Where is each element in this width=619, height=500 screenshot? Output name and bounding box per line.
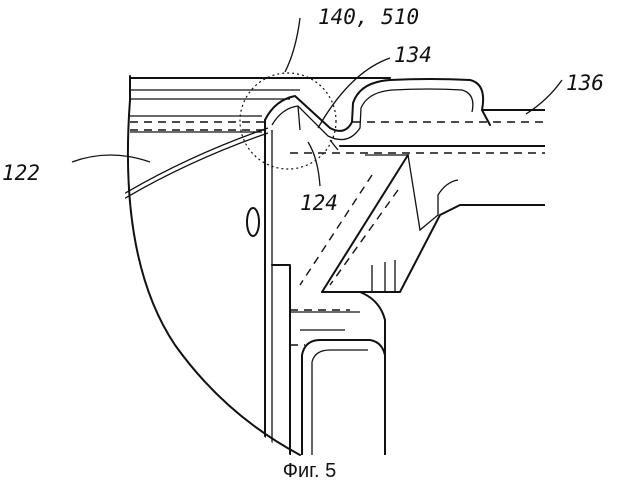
label-136: 136 [566, 71, 604, 95]
leader-140-510 [285, 18, 300, 72]
seal-lip-inner [272, 89, 473, 140]
leader-124 [308, 142, 320, 186]
lower-box-inner [312, 350, 368, 455]
oval-slot [247, 208, 259, 236]
wall-122-inner [122, 133, 268, 200]
lower-housing [322, 292, 385, 455]
top-frame-inner [130, 90, 300, 99]
nozzle-inner [408, 155, 458, 230]
lower-step [290, 312, 360, 330]
seal-lip-134 [265, 79, 490, 131]
hidden-edge-upper [130, 122, 270, 130]
nozzle-ring [372, 260, 395, 292]
label-122: 122 [2, 161, 40, 185]
figure-caption: Фиг. 5 [0, 460, 619, 483]
label-140-510: 140, 510 [318, 5, 419, 29]
leader-136 [526, 80, 562, 114]
leader-122 [72, 155, 150, 162]
label-124: 124 [300, 191, 338, 215]
post-step [272, 265, 290, 455]
nozzle [322, 155, 545, 292]
label-134: 134 [394, 43, 432, 67]
